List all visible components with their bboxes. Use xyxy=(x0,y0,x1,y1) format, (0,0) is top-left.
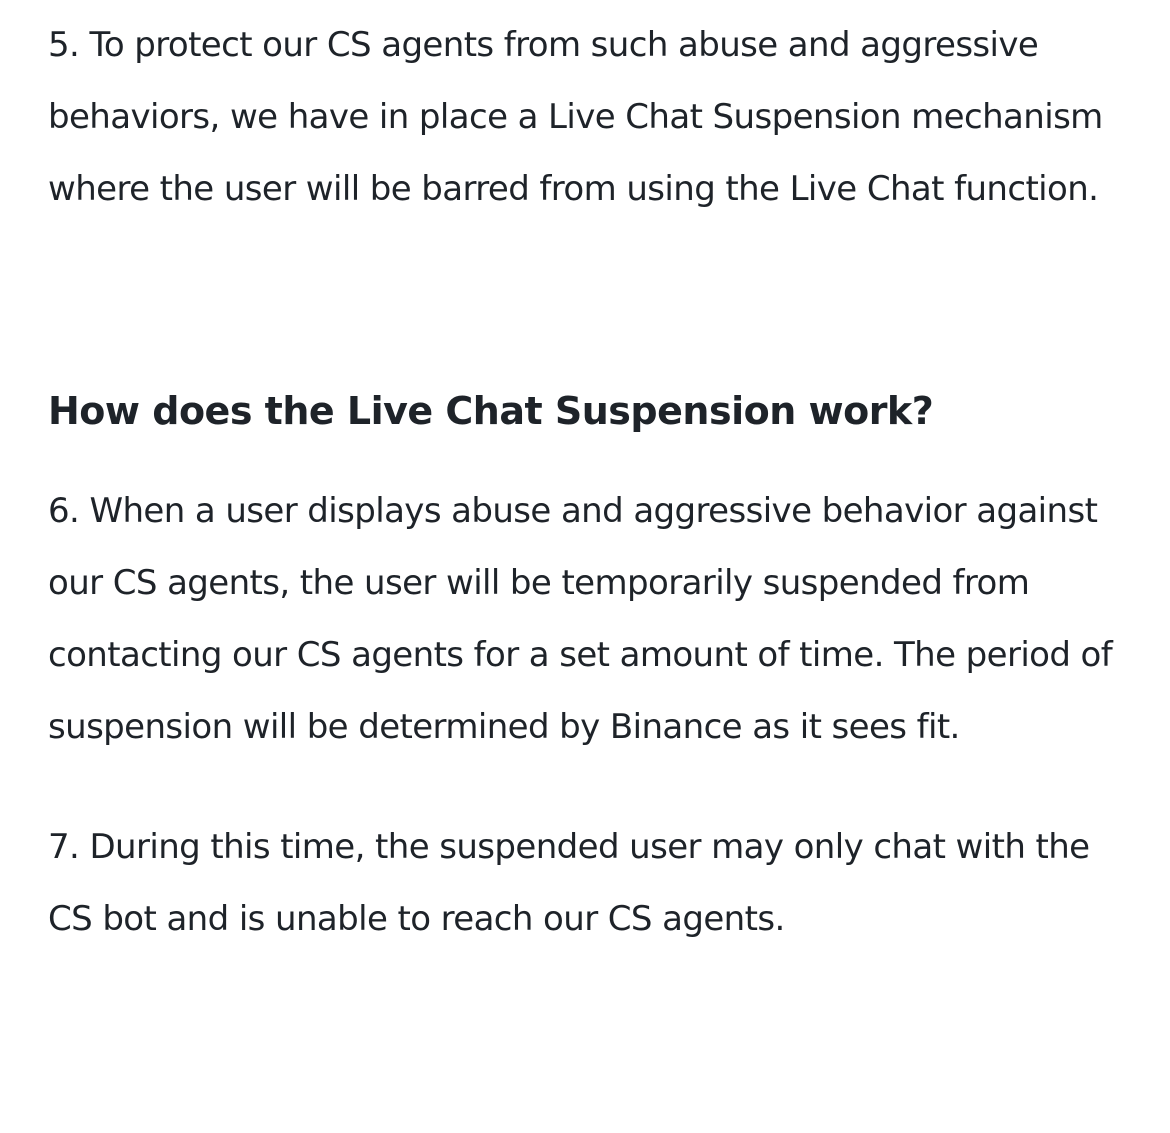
paragraph-6: 6. When a user displays abuse and aggres… xyxy=(48,491,1113,747)
paragraph-5: 5. To protect our CS agents from such ab… xyxy=(48,25,1103,209)
section-heading: How does the Live Chat Suspension work? xyxy=(48,389,934,433)
article-body: 5. To protect our CS agents from such ab… xyxy=(48,0,1138,955)
paragraph-7: 7. During this time, the suspended user … xyxy=(48,827,1090,939)
